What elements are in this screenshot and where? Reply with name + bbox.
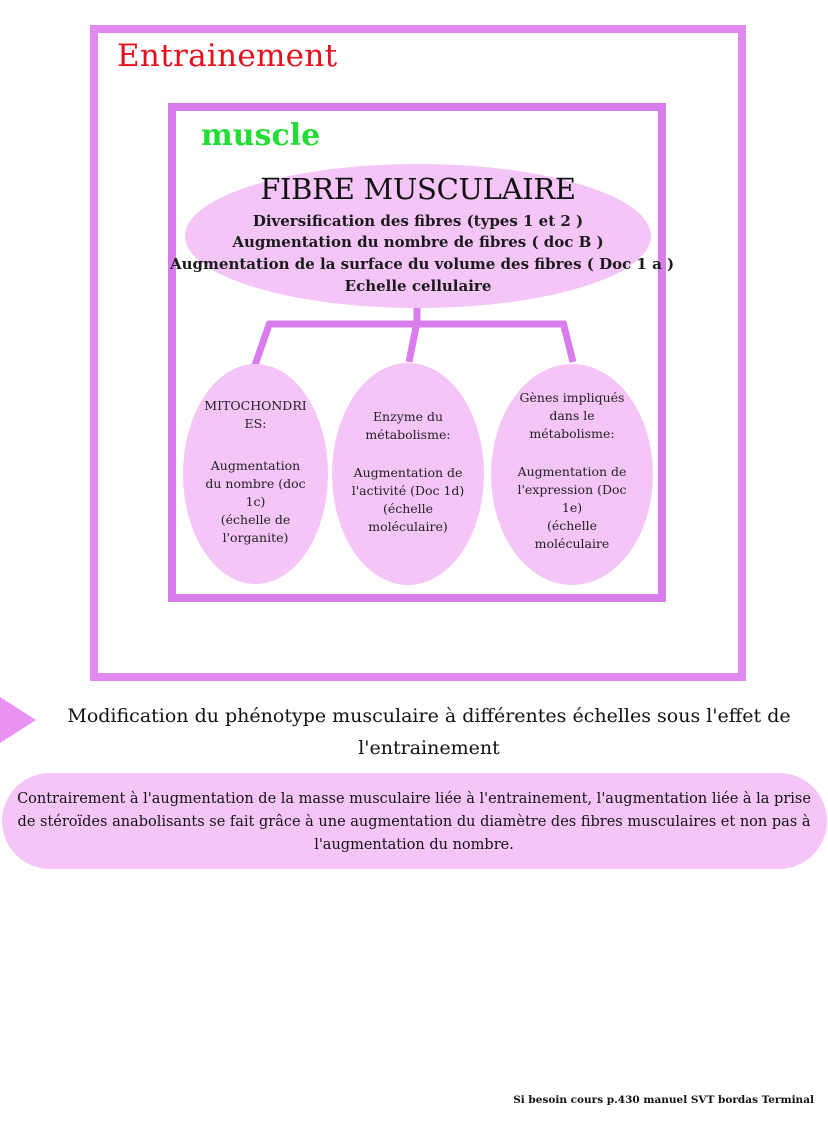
entrainement-title: Entrainement bbox=[117, 38, 338, 74]
summary-statement: Modification du phénotype musculaire à d… bbox=[67, 705, 791, 759]
steroid-note-text: Contrairement à l'augmentation de la mas… bbox=[17, 791, 811, 853]
muscle-title: muscle bbox=[201, 118, 321, 153]
genes-bubble bbox=[491, 364, 653, 585]
mitochondries-bubble bbox=[183, 364, 328, 584]
entrainement-frame bbox=[90, 25, 746, 681]
fibre-line-surface: Augmentation de la surface du volume des… bbox=[170, 255, 675, 273]
enzyme-bubble bbox=[332, 363, 484, 585]
fibre-musculaire-title: FIBRE MUSCULAIRE bbox=[260, 172, 576, 206]
source-reference: Si besoin cours p.430 manuel SVT bordas … bbox=[513, 1094, 814, 1106]
fibre-line-echelle: Echelle cellulaire bbox=[344, 277, 492, 295]
fibre-line-diversification: Diversification des fibres (types 1 et 2… bbox=[252, 212, 584, 230]
steroid-note-box bbox=[2, 773, 827, 869]
fibre-musculaire-bubble bbox=[185, 164, 651, 308]
fibre-line-nombre: Augmentation du nombre de fibres ( doc B… bbox=[232, 233, 604, 251]
enzyme-text: Enzyme du métabolisme: Augmentation de l… bbox=[351, 409, 465, 534]
triangle-right-icon bbox=[0, 697, 36, 743]
genes-text: Gènes impliqués dans le métabolisme: Aug… bbox=[517, 390, 627, 551]
muscle-frame bbox=[168, 103, 666, 602]
mitochondries-text: MITOCHONDRI ES: Augmentation du nombre (… bbox=[204, 398, 307, 545]
